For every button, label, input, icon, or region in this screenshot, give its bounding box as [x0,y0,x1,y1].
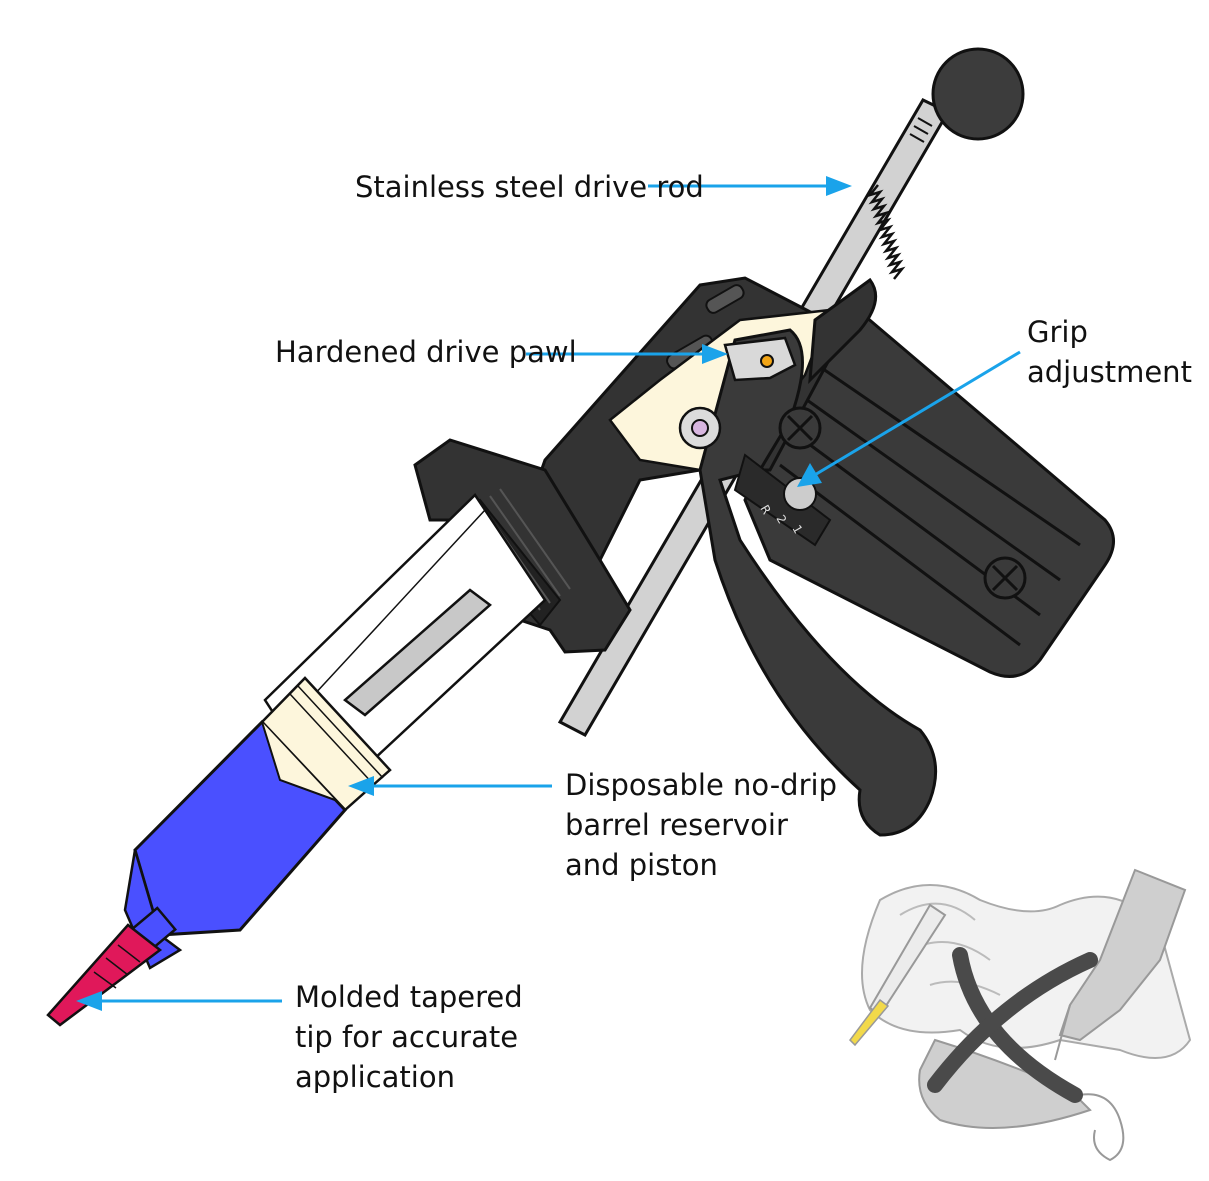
label-barrel: Disposable no-drip barrel reservoir and … [565,768,837,882]
label-grip-adjustment: Grip adjustment [1027,315,1192,389]
label-drive-pawl: Hardened drive pawl [275,335,577,369]
callout-arrows [76,176,1021,1011]
arrow-drive-rod [648,176,852,196]
screw-icon [778,406,822,450]
arrow-tip [76,991,282,1011]
arrow-grip-adjustment [797,350,1021,487]
prohibited-tube-squeeze-icon [849,868,1192,1162]
ball-knob-icon [931,47,1025,141]
arrow-barrel [348,776,552,796]
barrel [123,493,547,970]
arrow-drive-pawl [526,344,728,364]
label-tip: Molded tapered tip for accurate applicat… [295,980,523,1094]
label-drive-rod: Stainless steel drive rod [355,170,704,204]
tapered-tip [46,923,163,1027]
screw-icon [983,556,1027,600]
